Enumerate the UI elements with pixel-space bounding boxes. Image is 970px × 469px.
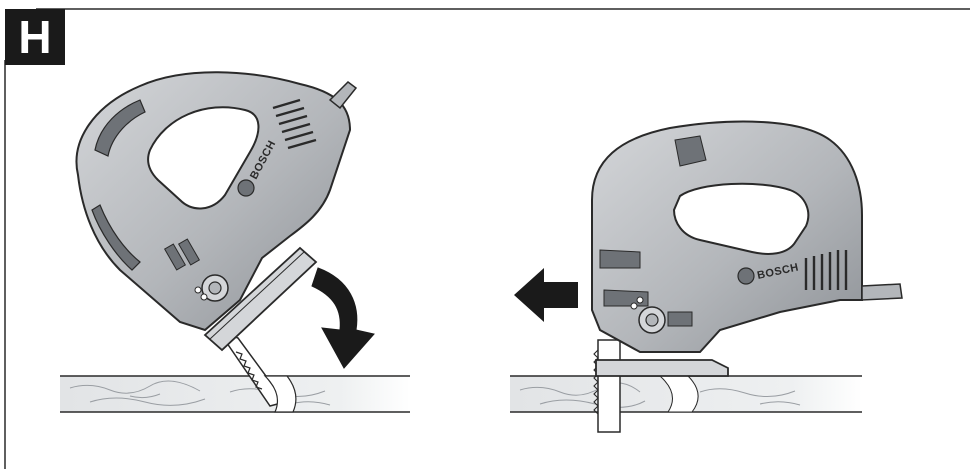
- workpiece-right: [510, 375, 862, 413]
- workpiece-left: [60, 375, 410, 413]
- left-arrow-icon: [514, 268, 578, 322]
- jigsaw-upright: BOSCH: [591, 120, 903, 433]
- figure-label-badge: H: [5, 9, 65, 65]
- jigsaw-tilted: BOSCH: [75, 71, 358, 413]
- curved-arrow-icon: [311, 267, 375, 369]
